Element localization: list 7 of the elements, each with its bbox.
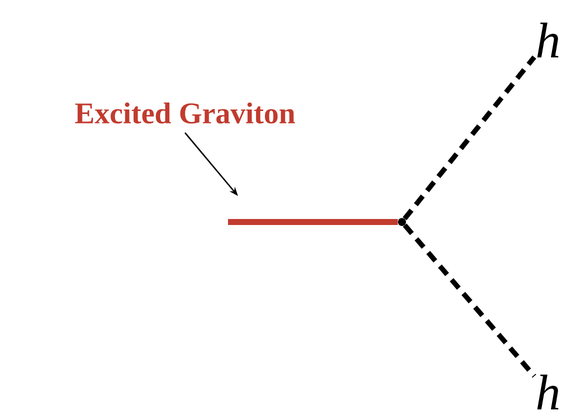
particle-label: h xyxy=(537,374,558,410)
vertex-dot xyxy=(398,218,406,226)
label-text: Excited Graviton xyxy=(75,102,295,124)
dashed-line xyxy=(402,224,536,378)
propagator-line xyxy=(228,219,398,225)
dashed-line xyxy=(402,55,536,220)
particle-label: h xyxy=(537,22,558,58)
